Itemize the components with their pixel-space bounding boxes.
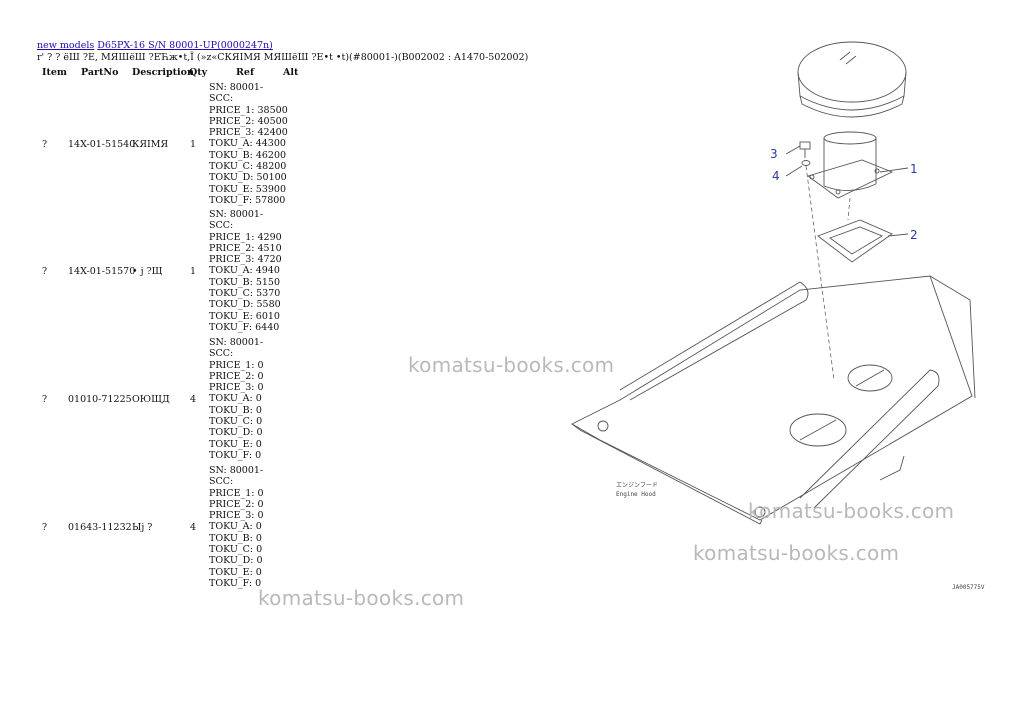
column-header-description: Description: [132, 67, 194, 78]
row-item: ?: [42, 522, 48, 533]
watermark: komatsu-books.com: [748, 499, 955, 523]
table-row: ? 01010-71225 ОЮЩД 4 SN: 80001- SCC: PRI…: [0, 337, 400, 465]
row-ref: SN: 80001- SCC: PRICE_1: 0 PRICE_2: 0 PR…: [209, 337, 264, 461]
row-partno: 01010-71225: [68, 394, 132, 405]
callout-2: 2: [910, 228, 918, 242]
row-description: КЯІМЯ: [132, 139, 169, 150]
breadcrumb: new models D65PX-16 S/N 80001-UP(0000247…: [37, 40, 273, 52]
cap-part-illustration: [797, 41, 907, 118]
column-header-item: Item: [42, 67, 67, 78]
gasket-part-illustration: [817, 219, 893, 263]
row-item: ?: [42, 139, 48, 150]
watermark: komatsu-books.com: [693, 541, 900, 565]
row-description: Ыj ?: [132, 522, 153, 533]
watermark: komatsu-books.com: [408, 353, 615, 377]
row-qty: 1: [190, 139, 197, 150]
column-header-partno: PartNo: [81, 67, 119, 78]
breadcrumb-link-model[interactable]: D65PX-16 S/N 80001-UP(0000247n): [97, 40, 273, 51]
row-partno: 14X-01-51570: [68, 266, 136, 277]
row-ref: SN: 80001- SCC: PRICE_1: 4290 PRICE_2: 4…: [209, 209, 282, 333]
table-row: ? 14X-01-51540 КЯІМЯ 1 SN: 80001- SCC: P…: [0, 82, 400, 210]
row-ref: SN: 80001- SCC: PRICE_1: 0 PRICE_2: 0 PR…: [209, 465, 264, 589]
page-subtitle: r' ? ? ëШ ?E, МЯШёШ ?ЕЋж•t,Ї (»z«СКЯІМЯ …: [37, 52, 529, 63]
callout-3: 3: [770, 147, 778, 161]
callout-1: 1: [910, 162, 918, 176]
row-partno: 14X-01-51540: [68, 139, 136, 150]
diagram-code: JA005775V: [952, 584, 985, 591]
column-header-alt: Alt: [283, 67, 299, 78]
engine-hood-illustration: [571, 275, 976, 525]
row-description: • j ?Щ: [132, 266, 163, 277]
bolt-washer-illustration: [799, 141, 851, 381]
row-item: ?: [42, 266, 48, 277]
row-partno: 01643-11232: [68, 522, 132, 533]
engine-hood-label-en: Engine Hood: [616, 491, 656, 498]
column-header-ref: Ref: [236, 67, 255, 78]
watermark: komatsu-books.com: [258, 586, 465, 610]
row-qty: 4: [190, 522, 197, 533]
row-ref: SN: 80001- SCC: PRICE_1: 38500 PRICE_2: …: [209, 82, 288, 206]
stack-part-illustration: [807, 131, 894, 199]
table-row: ? 14X-01-51570 • j ?Щ 1 SN: 80001- SCC: …: [0, 209, 400, 337]
callout-4: 4: [772, 169, 780, 183]
column-header-qty: Qty: [189, 67, 208, 78]
row-item: ?: [42, 394, 48, 405]
engine-hood-label-jp: エンジンフード: [616, 482, 658, 489]
row-qty: 4: [190, 394, 197, 405]
row-description: ОЮЩД: [132, 394, 170, 405]
table-row: ? 01643-11232 Ыj ? 4 SN: 80001- SCC: PRI…: [0, 465, 400, 593]
breadcrumb-link-new-models[interactable]: new models: [37, 40, 95, 51]
row-qty: 1: [190, 266, 197, 277]
